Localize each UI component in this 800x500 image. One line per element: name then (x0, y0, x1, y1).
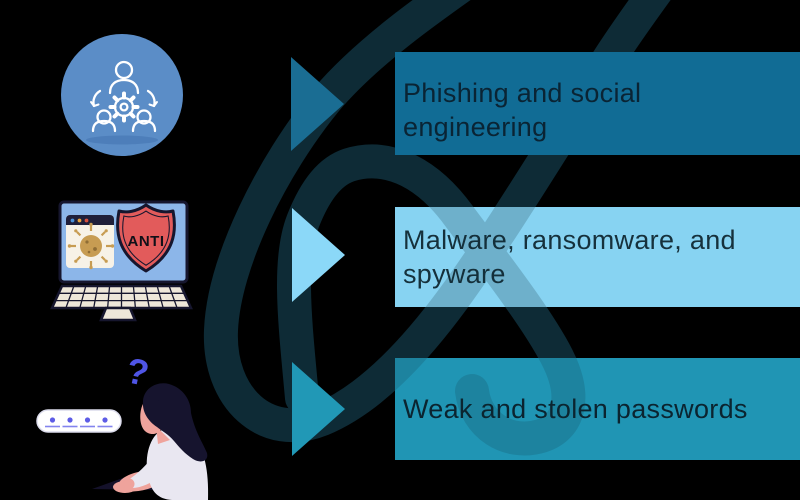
left-arrow-icon (92, 89, 102, 108)
question-mark: ? (123, 349, 153, 394)
right-arrow-icon (146, 89, 156, 108)
browser-dot-blue (70, 218, 75, 223)
arrow-triangle-phishing (291, 57, 344, 151)
virus-icon (67, 222, 115, 270)
face (140, 400, 161, 435)
browser-dot-orange (77, 218, 82, 223)
bar-malware: Malware, ransomware, and spyware (395, 207, 800, 307)
bar-phishing: Phishing and social engineering (395, 52, 800, 155)
laptop-wedge (92, 469, 154, 490)
bar-label-passwords: Weak and stolen passwords (403, 394, 748, 424)
bar-label-phishing: Phishing and social engineering (403, 77, 642, 142)
password-dots (49, 417, 108, 423)
hair (142, 383, 208, 462)
browser-dot-red (84, 218, 89, 223)
browser-window (66, 215, 114, 268)
forgot-password-illustration: ? (36, 349, 209, 500)
bar-passwords: Weak and stolen passwords (395, 358, 800, 460)
anti-shield: ANTI (116, 203, 176, 273)
password-field (36, 409, 122, 433)
legs (113, 466, 164, 493)
arrow-triangle-passwords (292, 362, 345, 456)
antivirus-illustration: ANTI (50, 200, 193, 322)
shirt (146, 428, 209, 500)
shield-label: ANTI (128, 233, 165, 250)
laptop-keyboard (50, 284, 193, 322)
bar-label-malware: Malware, ransomware, and spyware (403, 225, 736, 289)
icon-shadow (86, 135, 158, 145)
hand (123, 478, 135, 490)
people-gear-glyph (90, 60, 158, 133)
laptop-screen (58, 200, 189, 284)
arrow-triangle-malware (292, 208, 345, 302)
social-engineering-icon (61, 34, 183, 156)
laptop-stand (99, 306, 137, 322)
